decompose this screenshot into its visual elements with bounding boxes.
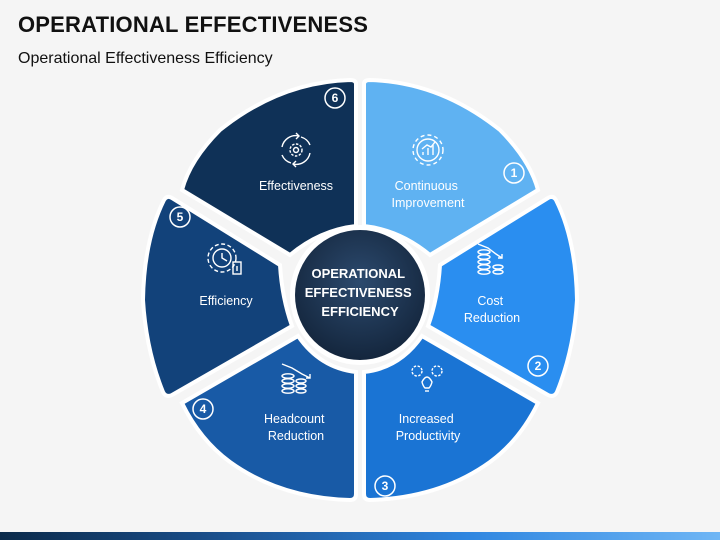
center-line-3: EFFICIENCY bbox=[321, 304, 399, 319]
svg-text:Continuous Improvement: Continuous Improvement bbox=[392, 179, 465, 210]
svg-text:Headcount Reduction: Headcount Reduction bbox=[264, 412, 328, 443]
page-title: OPERATIONAL EFFECTIVENESS bbox=[18, 12, 369, 37]
segment-6-shape bbox=[179, 77, 358, 258]
bottom-accent-bar bbox=[0, 532, 720, 540]
svg-text:Effectiveness: Effectiveness bbox=[259, 179, 333, 193]
segment-3: Increased Productivity 3 bbox=[362, 333, 541, 503]
segment-2-badge bbox=[527, 355, 549, 377]
segment-5: Efficiency 5 bbox=[140, 194, 295, 398]
segment-4-line-2: Reduction bbox=[268, 429, 324, 443]
segment-6-line-1: Effectiveness bbox=[259, 179, 333, 193]
segment-1-line-1: Continuous bbox=[395, 179, 458, 193]
segment-3-line-2: Productivity bbox=[396, 429, 461, 443]
center-line-1: OPERATIONAL bbox=[311, 266, 405, 281]
segment-4: Headcount Reduction 4 bbox=[179, 333, 358, 503]
coins-down-icon bbox=[477, 243, 504, 275]
center-circle bbox=[295, 230, 425, 360]
segment-5-shape bbox=[140, 194, 295, 398]
segment-2-shape bbox=[425, 194, 580, 398]
segment-3-number: 3 bbox=[382, 479, 389, 493]
segment-4-shape bbox=[179, 333, 358, 503]
segment-3-shape bbox=[362, 333, 541, 503]
page-subtitle: Operational Effectiveness Efficiency bbox=[18, 50, 273, 67]
gears-bulb-icon bbox=[411, 365, 443, 392]
segment-5-number: 5 bbox=[177, 210, 184, 224]
segment-2-number: 2 bbox=[535, 359, 542, 373]
segment-1-badge bbox=[503, 162, 525, 184]
segment-4-number: 4 bbox=[200, 402, 207, 416]
svg-text:Cost Reduction: Cost Reduction bbox=[464, 294, 520, 325]
segment-5-line-1: Efficiency bbox=[199, 294, 253, 308]
segment-1-line-2: Improvement bbox=[392, 196, 465, 210]
segment-5-badge bbox=[169, 206, 191, 228]
segment-4-badge bbox=[192, 398, 214, 420]
segment-2-line-1: Cost bbox=[477, 294, 503, 308]
segment-6: Effectiveness 6 bbox=[179, 77, 358, 258]
segment-1-shape bbox=[362, 77, 541, 258]
segment-1: Continuous Improvement 1 bbox=[362, 77, 541, 258]
segment-4-line-1: Headcount bbox=[264, 412, 325, 426]
segment-2-line-2: Reduction bbox=[464, 311, 520, 325]
segment-1-number: 1 bbox=[511, 166, 518, 180]
clock-gear-icon bbox=[207, 243, 242, 275]
segment-6-badge bbox=[324, 87, 346, 109]
coins-down-icon bbox=[281, 363, 311, 394]
segment-3-line-1: Increased bbox=[399, 412, 454, 426]
center-hub: OPERATIONAL EFFECTIVENESS EFFICIENCY bbox=[290, 225, 430, 365]
gear-chart-icon bbox=[412, 134, 444, 166]
center-line-2: EFFECTIVENESS bbox=[305, 285, 412, 300]
segment-2: Cost Reduction 2 bbox=[425, 194, 580, 398]
svg-text:Increased Productivity: Increased Productivity bbox=[396, 412, 461, 443]
cycle-gear-icon bbox=[281, 132, 311, 168]
segment-6-number: 6 bbox=[332, 91, 339, 105]
segment-3-badge bbox=[374, 475, 396, 497]
svg-text:Efficiency: Efficiency bbox=[199, 294, 253, 308]
svg-text:OPERATIONAL EFFECTIVENES: OPERATIONAL EFFECTIVENESS EFFICIENCY bbox=[305, 266, 416, 319]
